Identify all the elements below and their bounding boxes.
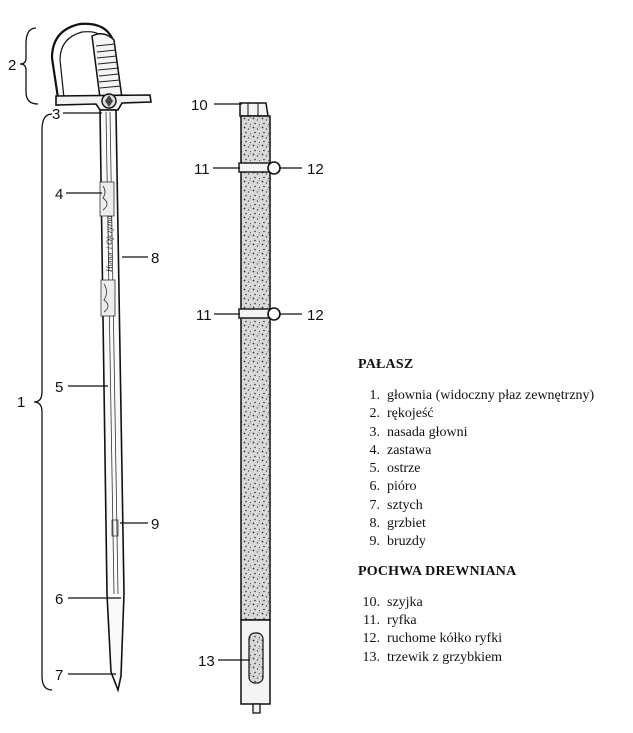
callout-12-lower: 12 [307, 307, 324, 324]
callout-8: 8 [151, 250, 159, 267]
scabbard [238, 102, 281, 714]
callout-4: 4 [55, 186, 63, 203]
fuller [111, 519, 119, 537]
callout-13: 13 [198, 653, 215, 670]
scabbard-band-lower [238, 308, 273, 319]
legend-title-scabbard: POCHWA DREWNIANA [358, 563, 517, 579]
legend-list-scabbard: 10.szyjka 11.ryfka 12.ruchome kółko ryfk… [358, 594, 630, 667]
legend-list-sabre: 1.głownia (widoczny płaz zewnętrzny) 2.r… [358, 387, 630, 552]
callout-2: 2 [8, 57, 16, 74]
legend-item: 8.grzbiet [369, 516, 426, 532]
legend-item: 5.ostrze [369, 461, 421, 477]
callout-7: 7 [55, 667, 63, 684]
legend-title-sabre: PAŁASZ [358, 357, 414, 372]
legend-item: 1.głownia (widoczny płaz zewnętrzny) [369, 388, 595, 403]
callout-1: 1 [17, 394, 25, 411]
callout-6: 6 [55, 591, 63, 608]
blade-inscription: Honor i Ojczyzna [105, 216, 114, 273]
scabbard-body [240, 115, 271, 621]
callout-10: 10 [191, 97, 208, 114]
band-ring-upper [267, 161, 281, 175]
callout-5: 5 [55, 379, 63, 396]
brace-blade [33, 113, 53, 691]
scabbard-band-upper [238, 162, 273, 173]
callout-11-lower: 11 [196, 307, 212, 324]
scabbard-drag [252, 703, 261, 714]
scabbard-throat [239, 102, 269, 117]
grip [91, 33, 123, 99]
legend-item: 12.ruchome kółko ryfki [362, 631, 503, 647]
legend-item: 2.rękojeść [369, 406, 434, 422]
legend-item: 3.nasada głowni [369, 424, 468, 440]
blade-ricasso-decoration [99, 181, 115, 217]
legend-item: 7.sztych [369, 497, 423, 513]
callout-3: 3 [52, 106, 60, 123]
hilt-guard [50, 22, 120, 99]
callout-12-upper: 12 [307, 161, 324, 178]
callout-11-upper: 11 [194, 161, 210, 178]
legend-item: 13.trzewik z grzybkiem [362, 649, 503, 665]
blade [99, 109, 125, 693]
band-ring-lower [267, 307, 281, 321]
legend-item: 11.ryfka [363, 612, 417, 628]
sabre: Honor i Ojczyzna [50, 22, 152, 693]
legend-item: 10.szyjka [362, 594, 423, 610]
legend-item: 9.bruzdy [369, 534, 426, 550]
legend: PAŁASZ 1.głownia (widoczny płaz zewnętrz… [358, 357, 630, 667]
brace-hilt [19, 27, 39, 105]
callout-9: 9 [151, 516, 159, 533]
legend-item: 4.zastawa [369, 442, 432, 458]
blade-lower-decoration [100, 279, 116, 317]
legend-item: 6.pióro [369, 479, 417, 495]
